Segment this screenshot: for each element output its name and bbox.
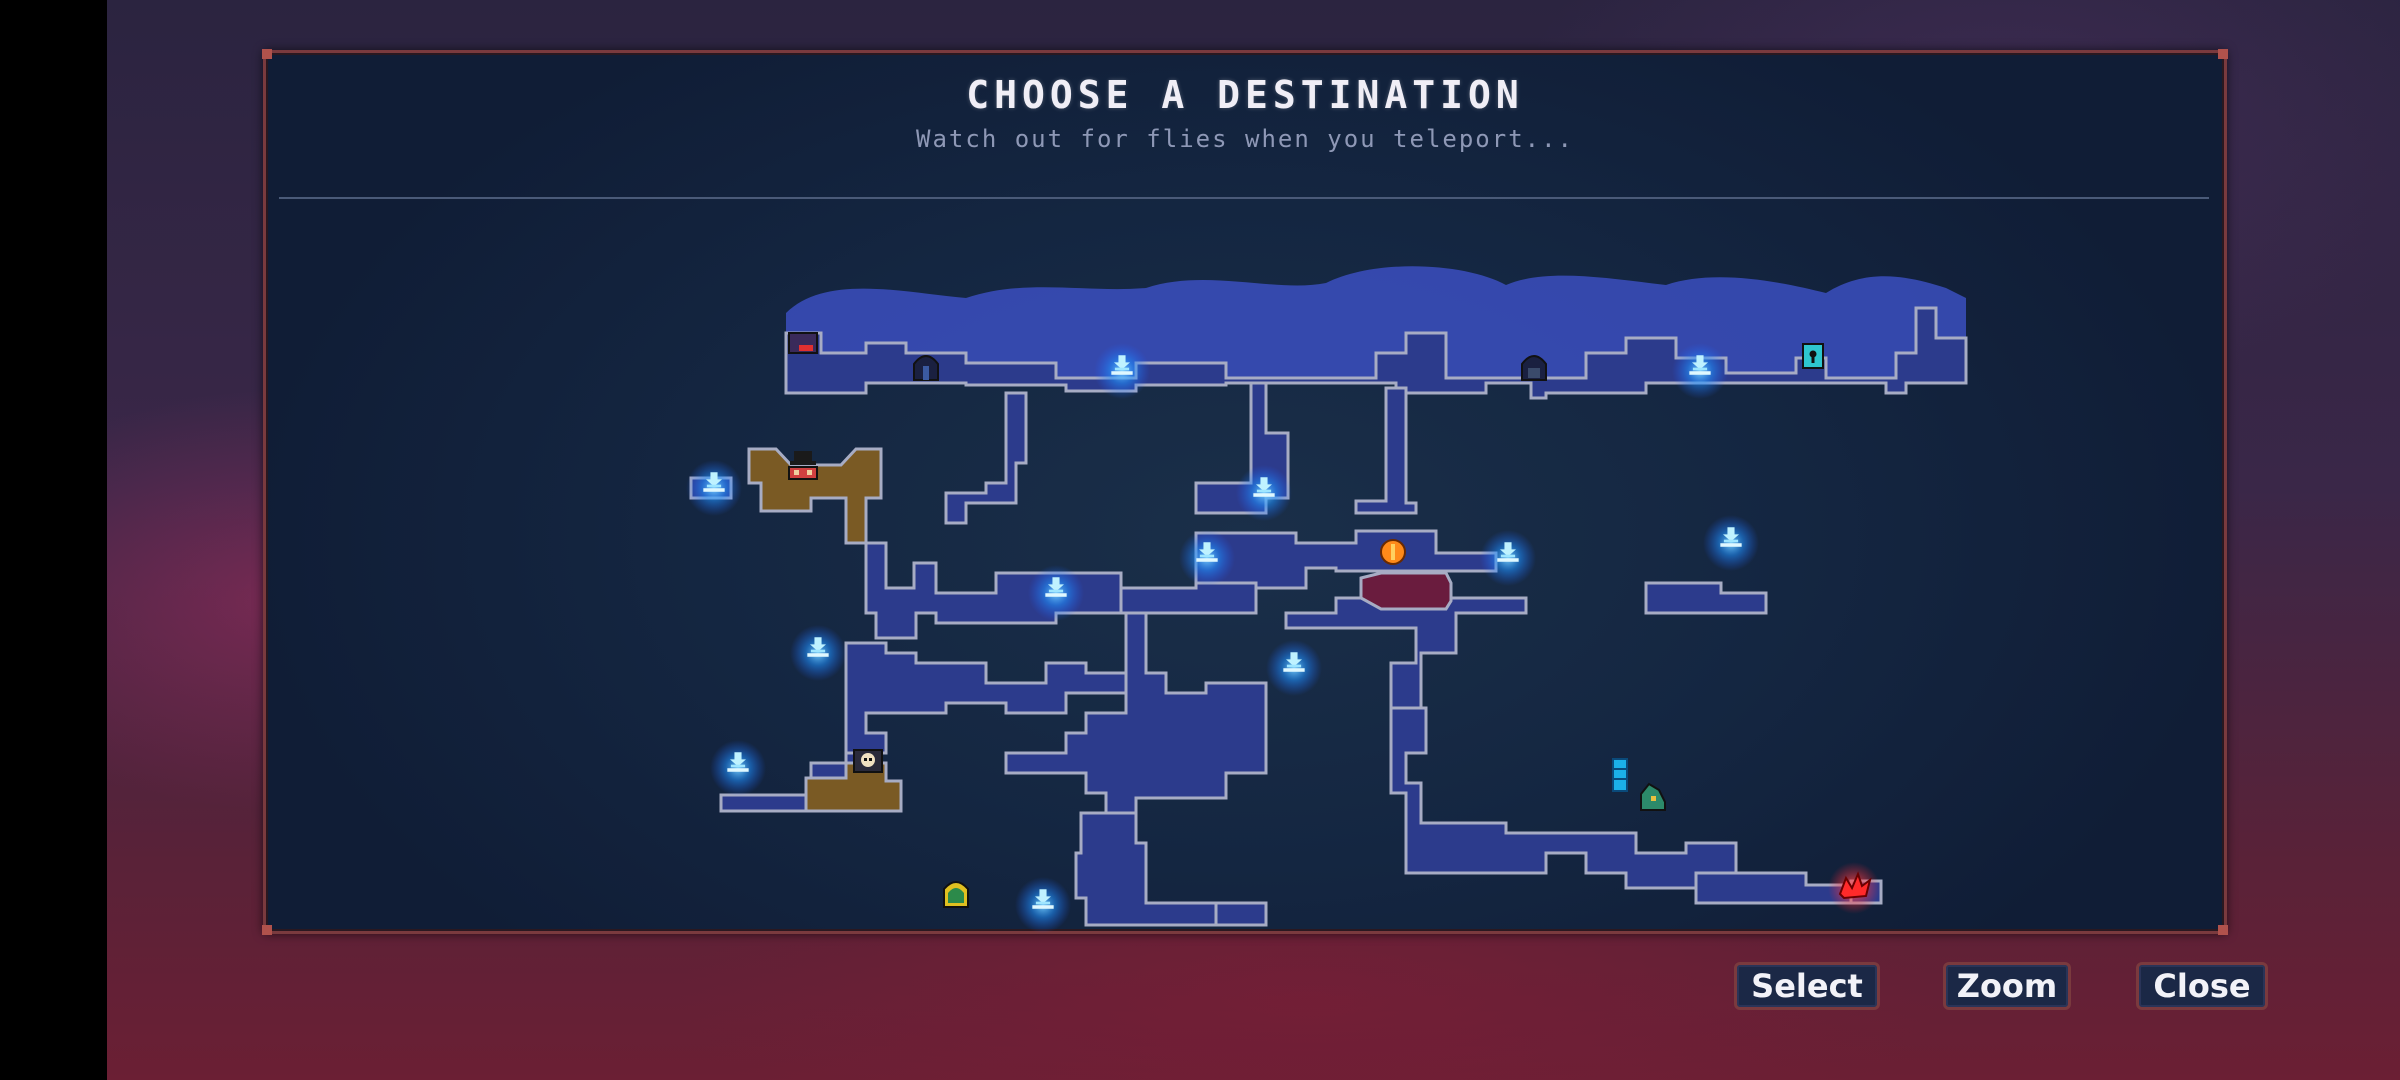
green-statue-icon[interactable] — [943, 881, 969, 908]
teleporter-icon[interactable] — [790, 625, 846, 681]
blue-ladder-icon[interactable] — [1612, 758, 1628, 792]
dialog-subtitle: Watch out for flies when you teleport... — [916, 125, 1574, 153]
green-statue-icon[interactable] — [1640, 782, 1666, 811]
keyhole-icon[interactable] — [1802, 343, 1824, 369]
teleporter-icon[interactable] — [1028, 565, 1084, 621]
frame-corner — [262, 925, 272, 935]
teleporters[interactable] — [686, 343, 1759, 933]
teleporter-icon[interactable] — [686, 460, 742, 516]
teleporter-icon[interactable] — [710, 740, 766, 796]
teleporter-icon[interactable] — [1236, 465, 1292, 521]
teleporter-icon[interactable] — [1480, 530, 1536, 586]
frame-corner — [2218, 49, 2228, 59]
teleporter-icon[interactable] — [1015, 877, 1071, 933]
rooms-gold — [747, 447, 903, 813]
zoom-button[interactable]: Zoom — [1943, 962, 2071, 1010]
rooms-right — [1284, 571, 1883, 905]
chest-icon[interactable] — [788, 332, 818, 354]
teleporter-icon[interactable] — [1094, 343, 1150, 399]
teleporter-icon[interactable] — [1179, 530, 1235, 586]
frame-corner — [262, 49, 272, 59]
frame-corner — [2218, 925, 2228, 935]
room-magenta — [1359, 571, 1453, 611]
teleporter-icon[interactable] — [1703, 515, 1759, 571]
merchant-icon[interactable] — [788, 451, 818, 480]
teleporter-icon[interactable] — [1672, 343, 1728, 399]
destination-dialog: CHOOSE A DESTINATION Watch out for flies… — [262, 49, 2230, 937]
close-button[interactable]: Close — [2136, 962, 2268, 1010]
header-divider — [279, 197, 2209, 199]
world-map[interactable] — [266, 53, 2230, 937]
select-button[interactable]: Select — [1734, 962, 1880, 1010]
red-boss-icon[interactable] — [1828, 862, 1880, 914]
teleporter-icon[interactable] — [1266, 640, 1322, 696]
door-arch-icon[interactable] — [1521, 355, 1547, 381]
dialog-title: CHOOSE A DESTINATION — [966, 73, 1524, 117]
rooms-left — [689, 476, 1268, 927]
letterbox-bar — [0, 0, 107, 1080]
door-arch-icon[interactable] — [913, 355, 939, 381]
orange-orb-icon[interactable] — [1380, 539, 1406, 565]
skull-chest-icon[interactable] — [853, 749, 883, 773]
